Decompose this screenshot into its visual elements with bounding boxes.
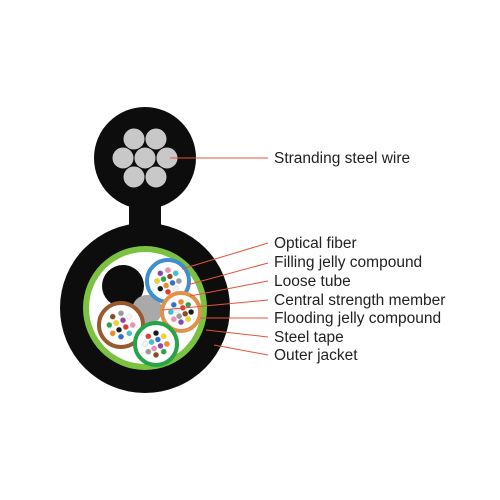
optical-fiber-strand (122, 324, 129, 331)
optical-fiber-strand (117, 310, 124, 317)
optical-fiber-strand (126, 313, 133, 320)
loose-tube-brown (97, 301, 145, 349)
optical-fiber-strand (160, 348, 167, 355)
optical-fiber-strand (129, 322, 136, 329)
optical-fiber-strand (169, 279, 176, 286)
optical-fiber-strand (167, 309, 174, 316)
label-central-strength-member: Central strength member (274, 292, 445, 309)
optical-fiber-strand (154, 278, 161, 285)
optical-fiber-strand (182, 310, 189, 317)
optical-fiber-strand (163, 282, 170, 289)
label-stranding-steel-wire: Stranding steel wire (274, 150, 410, 167)
leader-line-central-strength-member (161, 299, 269, 311)
optical-fiber-strand (152, 330, 159, 337)
optical-fiber-strand (160, 276, 167, 283)
optical-fiber-strand (188, 309, 195, 316)
optical-fiber-strand (109, 330, 116, 337)
optical-fiber-strand (176, 313, 183, 320)
steel-wire-strand (111, 146, 135, 170)
filler-rod (102, 265, 144, 307)
optical-fiber-strand (154, 336, 161, 343)
optical-fiber-strand (157, 285, 164, 292)
optical-fiber-strand (172, 270, 179, 277)
leader-line-loose-tube (189, 280, 269, 297)
loose-tube-wall (133, 321, 179, 367)
optical-fiber-strand (157, 342, 164, 349)
optical-fiber-strand (145, 333, 152, 340)
loose-tube-green (133, 321, 179, 367)
loose-tube-wall (97, 301, 145, 349)
optical-fiber-strand (113, 320, 120, 327)
steel-wire-strand (144, 127, 168, 151)
optical-fiber-strand (145, 348, 152, 355)
leader-line-filling-jelly-compound (186, 262, 269, 286)
steel-wire-strand (144, 165, 168, 189)
labels: Stranding steel wire Optical fiber Filli… (274, 150, 445, 364)
optical-fiber-strand (152, 351, 159, 358)
stranding-steel-wire-bundle (111, 127, 179, 189)
optical-fiber-strand (163, 341, 170, 348)
optical-fiber-strand (126, 330, 133, 337)
optical-fiber-strand (166, 273, 173, 280)
label-loose-tube: Loose tube (274, 273, 351, 290)
optical-fiber-strand (160, 333, 167, 340)
optical-fiber-strand (185, 316, 192, 323)
leader-line-optical-fiber (181, 242, 269, 270)
optical-fiber-strand (172, 285, 179, 292)
optical-fiber-strand (177, 298, 184, 305)
optical-fiber-strand (115, 326, 122, 333)
optical-fiber-strand (151, 345, 158, 352)
optical-fiber-strand (148, 339, 155, 346)
label-filling-jelly-compound: Filling jelly compound (274, 254, 422, 271)
steel-wire-strand (133, 146, 157, 170)
optical-fiber-strand (164, 267, 171, 274)
label-flooding-jelly-compound: Flooding jelly compound (274, 310, 441, 327)
steel-wire-strand (122, 165, 146, 189)
optical-fiber-strand (109, 313, 116, 320)
optical-fiber-strand (177, 319, 184, 326)
optical-fiber-strand (185, 301, 192, 308)
optical-fiber-strand (117, 333, 124, 340)
optical-fiber-strand (142, 341, 149, 348)
leader-lines (161, 157, 269, 356)
label-steel-tape: Steel tape (274, 329, 344, 346)
leader-line-steel-tape (205, 329, 269, 338)
optical-fiber-strand (157, 270, 164, 277)
optical-fiber-strand (164, 288, 171, 295)
optical-fiber-strand (170, 301, 177, 308)
steel-wire-strand (122, 127, 146, 151)
label-optical-fiber: Optical fiber (274, 235, 357, 252)
label-outer-jacket: Outer jacket (274, 347, 358, 364)
optical-fiber-strand (106, 322, 113, 329)
loose-tube-wall (160, 291, 202, 333)
optical-fiber-strand (119, 317, 126, 324)
loose-tube-orange (160, 291, 202, 333)
optical-fiber-strand (170, 316, 177, 323)
leader-line-outer-jacket (213, 344, 269, 356)
optical-fiber-strand (175, 278, 182, 285)
